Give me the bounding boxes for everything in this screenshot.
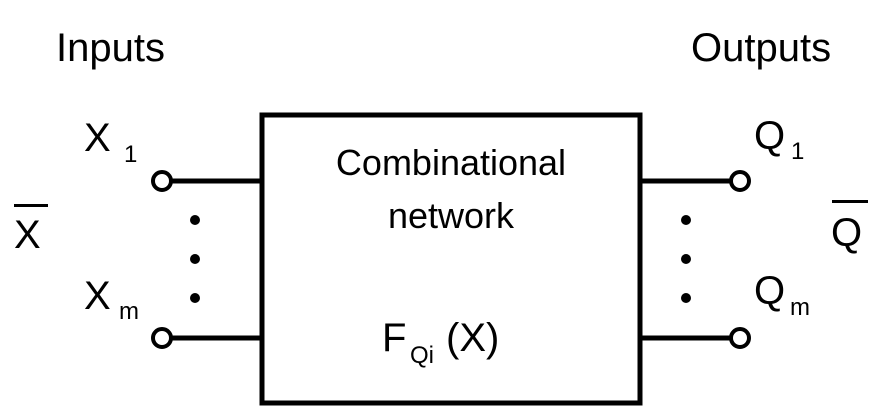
output-vector-label: Q <box>831 211 863 255</box>
input-ellipsis-dot <box>190 293 200 303</box>
output-ellipsis-dot <box>681 215 691 225</box>
output-ellipsis-dot <box>681 293 691 303</box>
function-symbol: F <box>382 316 407 360</box>
block-title: Combinational <box>262 145 640 181</box>
input-terminal-m <box>151 327 173 349</box>
input-last-subscript: m <box>119 298 139 325</box>
input-ellipsis-dot <box>190 254 200 264</box>
network-block <box>259 112 643 406</box>
block-subtitle: network <box>262 198 640 234</box>
input-ellipsis-dot <box>190 215 200 225</box>
input-first-label: X <box>84 116 111 160</box>
output-last-label: Q <box>754 269 786 313</box>
output-terminal-m <box>729 327 751 349</box>
output-last-subscript: m <box>790 294 810 321</box>
output-first-label: Q <box>754 114 786 158</box>
output-vector-overline <box>832 200 868 203</box>
input-last-label: X <box>84 274 111 318</box>
inputs-heading: Inputs <box>56 26 165 70</box>
input-vector-label: X <box>14 213 41 257</box>
output-ellipsis-dot <box>681 254 691 264</box>
input-vector-overline <box>14 204 48 207</box>
function-argument: (X) <box>446 316 500 360</box>
function-subscript: Qi <box>410 342 434 369</box>
input-terminal-1 <box>151 170 173 192</box>
output-terminal-1 <box>729 170 751 192</box>
input-first-subscript: 1 <box>124 141 138 168</box>
block-title-line2: network <box>387 195 515 236</box>
block-title-line1: Combinational <box>335 142 567 183</box>
output-first-subscript: 1 <box>791 138 805 165</box>
outputs-heading: Outputs <box>691 26 832 70</box>
